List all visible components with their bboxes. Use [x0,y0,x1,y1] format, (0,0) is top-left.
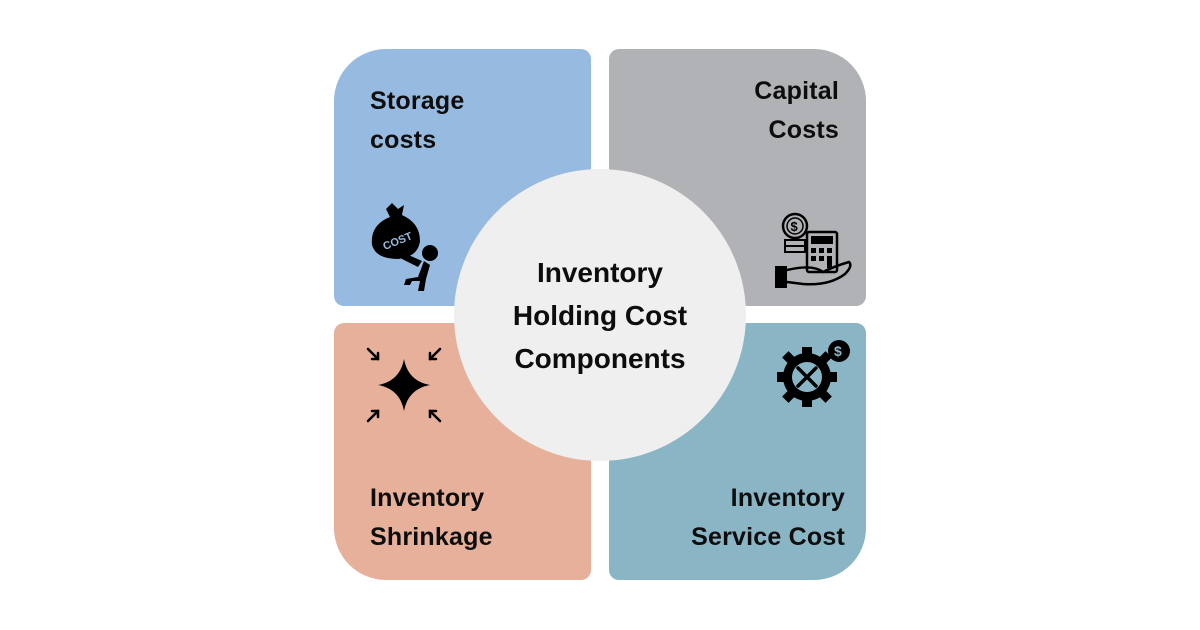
center-title-line: Inventory [536,256,663,288]
quadrant-label: Capital Costs [754,72,839,150]
gear-tools-dollar-icon: $ [777,339,857,411]
label-line: Shrinkage [370,523,493,551]
center-title: Inventory Holding Cost Components [513,251,687,380]
person-carrying-cost-bag-icon: COST [368,201,448,293]
label-line: Storage [370,87,465,115]
center-circle: Inventory Holding Cost Components [454,169,746,461]
svg-text:$: $ [791,219,799,234]
shrink-sparkle-icon [364,345,444,425]
svg-text:$: $ [834,343,842,359]
label-line: Capital [754,77,839,105]
hand-coins-calculator-icon: $ [773,212,853,292]
center-title-line: Components [514,342,686,374]
quadrant-label: Storage costs [370,82,464,160]
label-line: Costs [768,116,839,144]
label-line: Service Cost [691,523,845,551]
quadrant-label: Inventory Service Cost [691,479,845,557]
label-line: costs [370,126,437,154]
center-title-line: Holding Cost [512,299,688,331]
label-line: Inventory [370,484,485,512]
label-line: Inventory [730,484,845,512]
quadrant-label: Inventory Shrinkage [370,479,493,557]
